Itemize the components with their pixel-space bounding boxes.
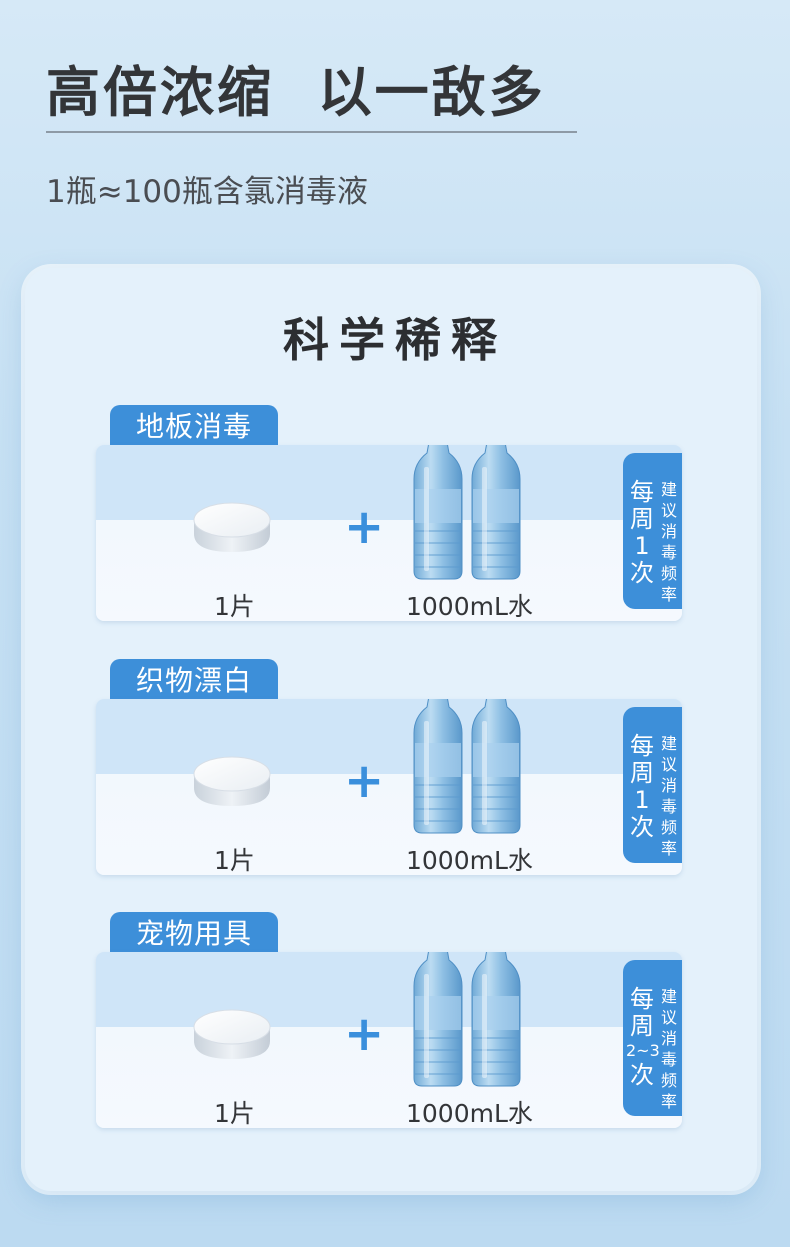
- frequency-char: 周: [630, 1012, 654, 1040]
- note-char: 频: [660, 818, 677, 837]
- tablet-icon: [193, 502, 271, 553]
- note-char: 消: [660, 522, 677, 541]
- frequency-char: 周: [630, 759, 654, 787]
- frequency-count: 2~3: [626, 1041, 660, 1060]
- dilution-card-fabric: + 1片 1000mL水 每 周 1 次 建 议 消 毒 频 率: [96, 699, 682, 875]
- note-char: 毒: [660, 1050, 677, 1069]
- note-char: 消: [660, 1029, 677, 1048]
- panel-title: 科学稀释: [283, 313, 507, 367]
- note-char: 建: [660, 987, 677, 1006]
- note-char: 频: [660, 1071, 677, 1090]
- water-bottles-icon: [413, 699, 521, 834]
- frequency-count: 1: [634, 786, 650, 814]
- frequency-char: 每: [630, 732, 654, 760]
- title-underline: [46, 131, 577, 133]
- page-title: 高倍浓缩 以一敌多: [46, 61, 546, 124]
- tablet-icon: [193, 756, 271, 807]
- usage-tab-fabric: 织物漂白: [110, 659, 278, 703]
- water-quantity: 1000mL水: [406, 1099, 533, 1128]
- note-char: 建: [660, 480, 677, 499]
- tablet-quantity: 1片: [214, 1099, 255, 1128]
- frequency-badge: 每 周 2~3 次 建 议 消 毒 频 率: [623, 960, 682, 1116]
- note-char: 建: [660, 734, 677, 753]
- frequency-value: 每 周 1 次: [626, 733, 658, 841]
- water-quantity: 1000mL水: [406, 846, 533, 875]
- note-char: 消: [660, 776, 677, 795]
- page-subtitle: 1瓶≈100瓶含氯消毒液: [46, 174, 368, 210]
- plus-icon: +: [344, 753, 385, 809]
- frequency-char: 次: [630, 1061, 654, 1089]
- frequency-note: 建 议 消 毒 频 率: [659, 986, 679, 1112]
- usage-tab-pet: 宠物用具: [110, 912, 278, 956]
- plus-icon: +: [344, 499, 385, 555]
- dilution-card-floor: + 1片 1000mL水 每 周 1 次 建 议 消 毒 频 率: [96, 445, 682, 621]
- frequency-badge: 每 周 1 次 建 议 消 毒 频 率: [623, 707, 682, 863]
- note-char: 频: [660, 564, 677, 583]
- frequency-char: 次: [630, 559, 654, 587]
- frequency-note: 建 议 消 毒 频 率: [659, 733, 679, 859]
- note-char: 率: [660, 839, 677, 858]
- frequency-count: 1: [634, 532, 650, 560]
- frequency-char: 每: [630, 985, 654, 1013]
- frequency-value: 每 周 2~3 次: [626, 985, 660, 1089]
- plus-icon: +: [344, 1006, 385, 1062]
- frequency-note: 建 议 消 毒 频 率: [659, 479, 679, 605]
- water-bottles-icon: [413, 952, 521, 1087]
- note-char: 毒: [660, 543, 677, 562]
- frequency-char: 周: [630, 505, 654, 533]
- tablet-quantity: 1片: [214, 592, 255, 621]
- note-char: 率: [660, 1092, 677, 1111]
- note-char: 率: [660, 585, 677, 604]
- note-char: 毒: [660, 797, 677, 816]
- frequency-char: 每: [630, 478, 654, 506]
- note-char: 议: [660, 1008, 677, 1027]
- frequency-value: 每 周 1 次: [626, 479, 658, 587]
- note-char: 议: [660, 755, 677, 774]
- tablet-icon: [193, 1009, 271, 1060]
- usage-tab-floor: 地板消毒: [110, 405, 278, 449]
- tablet-quantity: 1片: [214, 846, 255, 875]
- dilution-card-pet: + 1片 1000mL水 每 周 2~3 次 建 议 消 毒 频 率: [96, 952, 682, 1128]
- frequency-char: 次: [630, 813, 654, 841]
- note-char: 议: [660, 501, 677, 520]
- water-bottles-icon: [413, 445, 521, 580]
- frequency-badge: 每 周 1 次 建 议 消 毒 频 率: [623, 453, 682, 609]
- water-quantity: 1000mL水: [406, 592, 533, 621]
